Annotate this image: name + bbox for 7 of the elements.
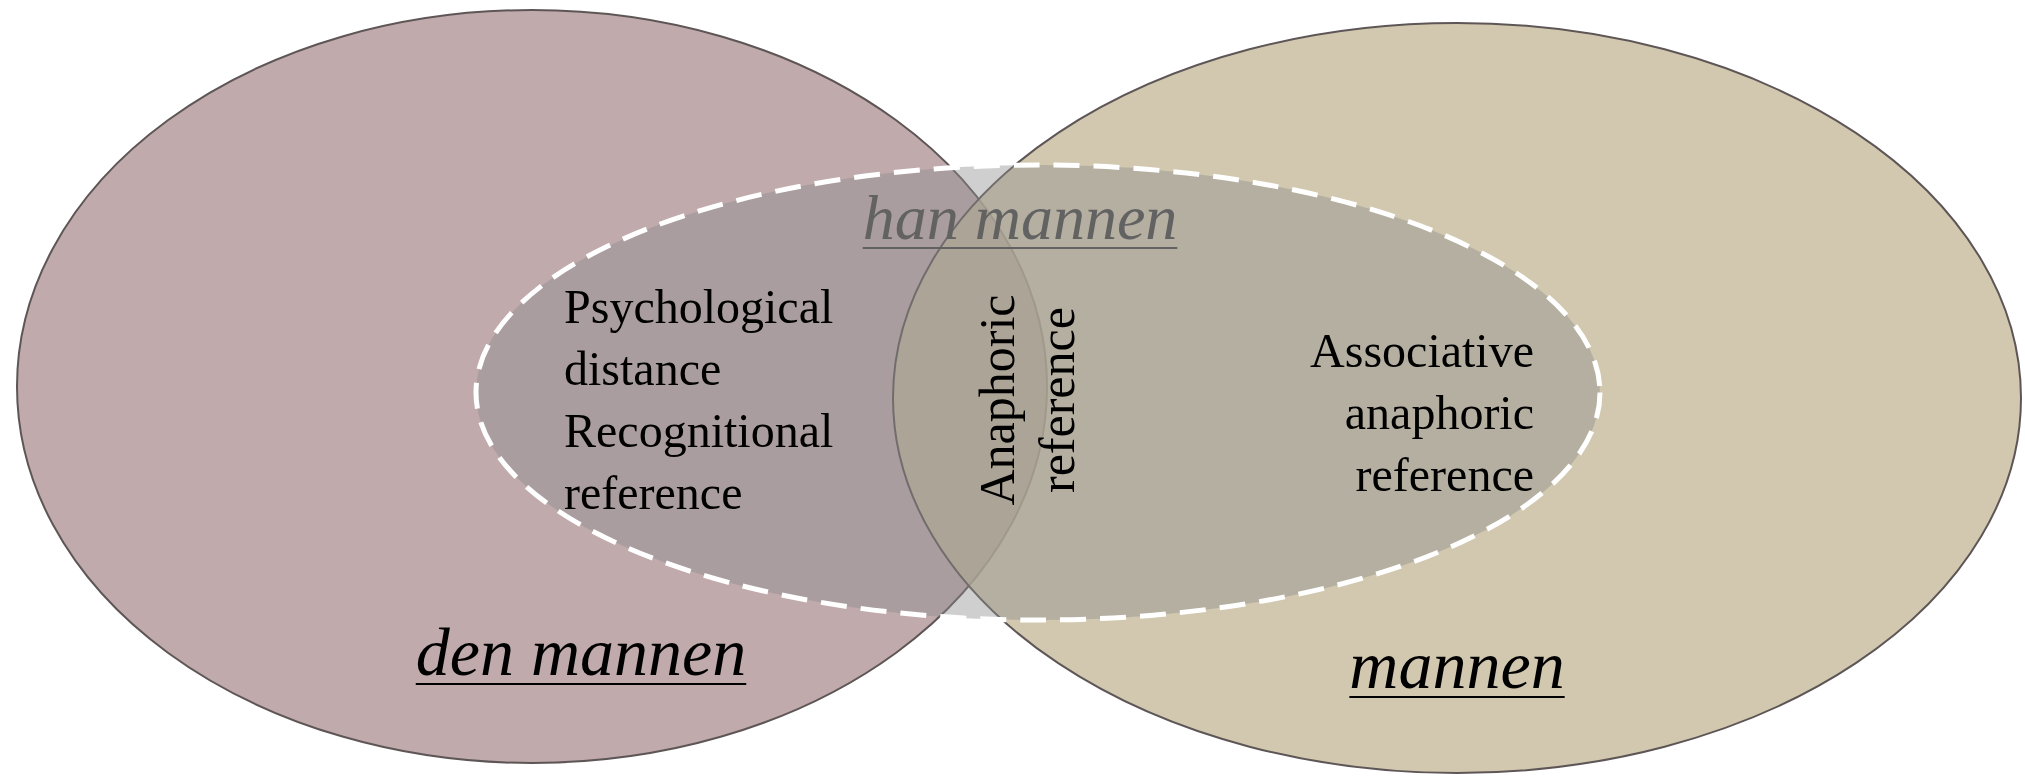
category-text: Associative anaphoric reference xyxy=(1309,323,1534,503)
category-text: Anaphoric reference xyxy=(968,293,1086,508)
set-title: mannen xyxy=(1349,631,1565,699)
set-title: den mannen xyxy=(415,618,747,686)
category-text: Recognitional reference xyxy=(564,403,835,521)
set-title: han mannen xyxy=(862,186,1178,250)
category-text: Psychological distance xyxy=(564,279,835,397)
